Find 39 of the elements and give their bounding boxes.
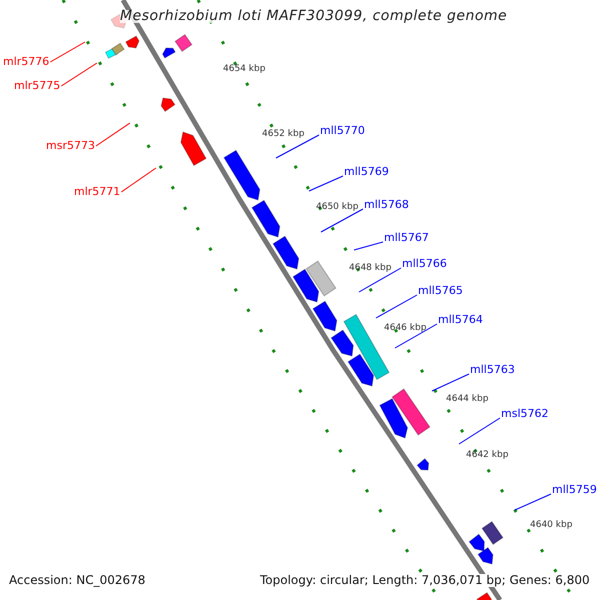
gene-name: mlr5771: [74, 185, 120, 198]
kbp-label: 4654 kbp: [223, 63, 266, 76]
gene-name: mll5765: [418, 284, 463, 297]
kbp-label: 4646 kbp: [384, 322, 426, 335]
gene-name: mll5769: [344, 165, 389, 178]
leader-line: [320, 208, 364, 232]
leader-line: [276, 134, 320, 158]
leader-line: [458, 418, 500, 444]
kbp-label: 4648 kbp: [349, 262, 392, 275]
gene-name: mll5766: [402, 257, 447, 270]
kbp-label: 4650 kbp: [316, 201, 358, 214]
gene-name: msr5773: [46, 139, 95, 152]
gene-name: mll5759: [552, 483, 597, 496]
leader-line: [394, 324, 438, 348]
leader-line: [432, 374, 470, 392]
kbp-label: 4652 kbp: [262, 128, 304, 141]
accession-text: Accession: NC_002678: [9, 574, 146, 587]
gene-name: mlr5776: [3, 55, 50, 68]
gene-name: mll5767: [384, 231, 429, 244]
kbp-label: 4642 kbp: [466, 449, 508, 462]
leader-line: [358, 268, 402, 292]
gene-name: mll5763: [470, 363, 515, 376]
gene-name: msl5762: [501, 407, 548, 420]
kbp-label: 4644 kbp: [446, 393, 488, 406]
gene-name: mll5770: [320, 124, 365, 137]
leader-line: [376, 294, 418, 318]
leader-line: [60, 62, 98, 86]
leader-line: [95, 122, 130, 146]
leader-line: [354, 242, 384, 250]
gene-name: mlr5775: [14, 79, 60, 92]
leader-line: [308, 176, 344, 192]
genome-summary-text: Topology: circular; Length: 7,036,071 bp; Genes: 6,800: [260, 574, 590, 587]
title: Mesorhizobium loti MAFF303099, complete genome: [120, 10, 508, 23]
kbp-label: 4640 kbp: [530, 519, 572, 532]
leader-line: [514, 494, 552, 510]
leader-line: [50, 42, 86, 62]
gene-name: mll5768: [364, 198, 409, 211]
gene-name: mll5764: [438, 313, 483, 326]
leader-line: [120, 168, 156, 192]
